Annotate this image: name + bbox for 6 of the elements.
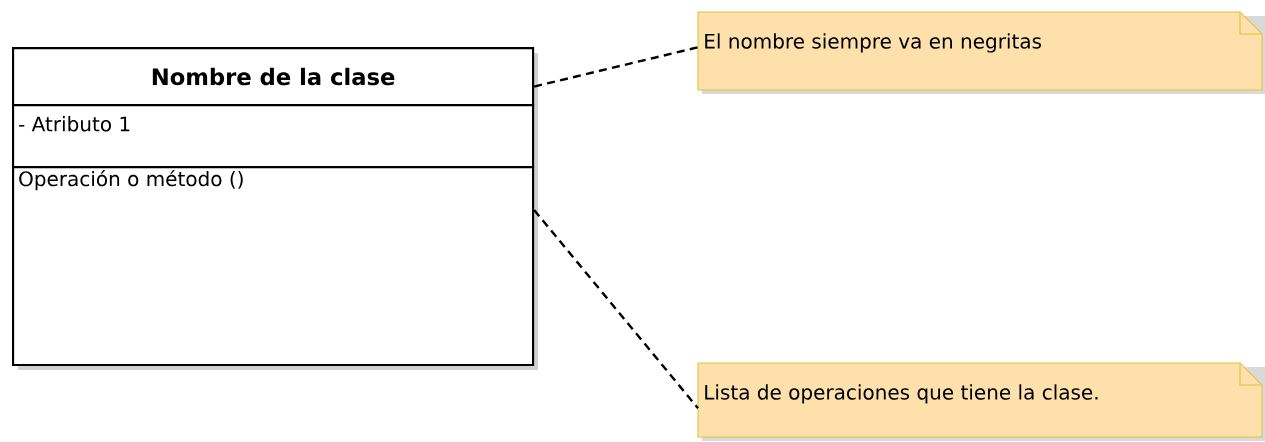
note: Lista de operaciones que tiene la clase. xyxy=(697,362,1265,441)
leader-line xyxy=(533,46,699,88)
class-name-compartment: Nombre de la clase xyxy=(12,47,535,107)
note: El nombre siempre va en negritas xyxy=(697,11,1265,94)
attribute-compartment: - Atributo 1 xyxy=(12,104,535,169)
leader-line xyxy=(533,209,699,410)
